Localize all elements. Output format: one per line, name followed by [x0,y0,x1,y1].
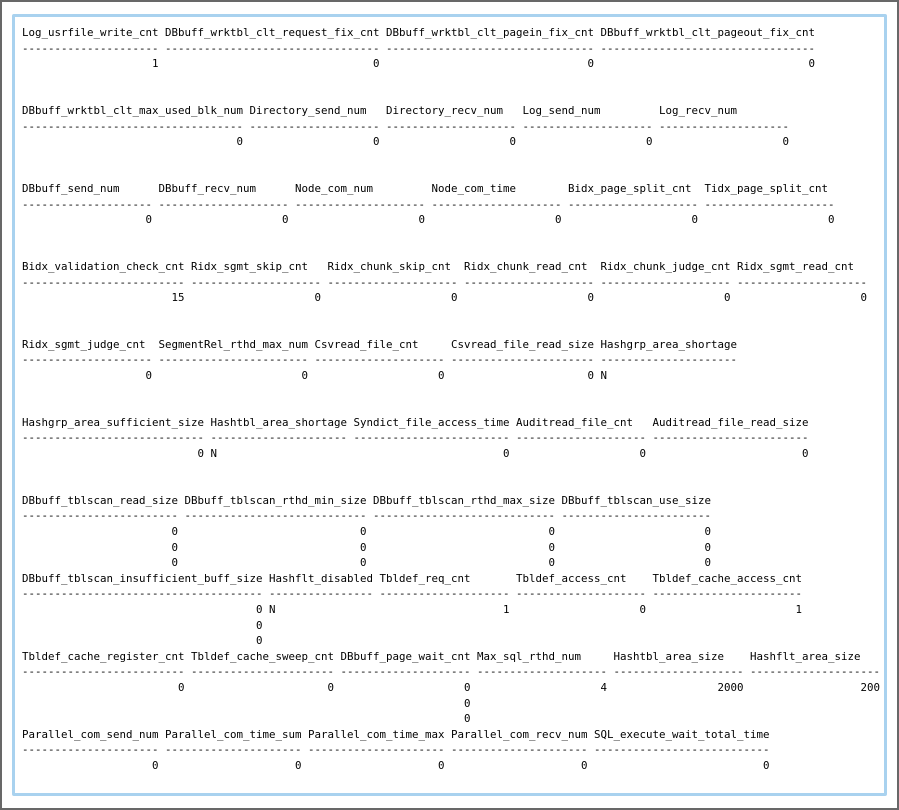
stat-block: DBbuff_tblscan_insufficient_buff_size Ha… [22,571,803,648]
stat-block: Parallel_com_send_num Parallel_com_time_… [22,727,770,772]
stat-block: Log_usrfile_write_cnt DBbuff_wrktbl_clt_… [22,26,816,71]
stat-block: Hashgrp_area_sufficient_size Hashtbl_are… [22,415,809,461]
console-frame: Log_usrfile_write_cnt DBbuff_wrktbl_clt_… [12,14,887,796]
stat-block: DBbuff_wrktbl_clt_max_used_blk_num Direc… [22,103,790,149]
stat-block: Bidx_validation_check_cnt Ridx_sgmt_skip… [22,259,868,305]
stat-block: Tbldef_cache_register_cnt Tbldef_cache_s… [22,649,881,726]
stat-block: DBbuff_send_num DBbuff_recv_num Node_com… [22,181,835,227]
stat-block: Ridx_sgmt_judge_cnt SegmentRel_rthd_max_… [22,337,738,383]
console-output: Log_usrfile_write_cnt DBbuff_wrktbl_clt_… [15,17,884,774]
stat-block: DBbuff_tblscan_read_size DBbuff_tblscan_… [22,493,712,570]
